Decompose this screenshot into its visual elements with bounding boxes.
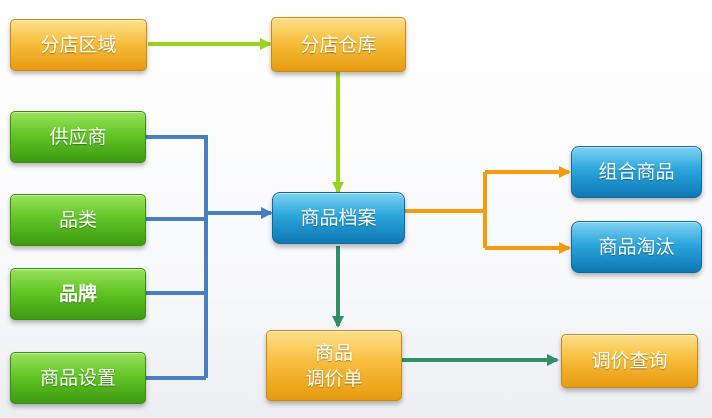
node-product-archive: 商品档案 <box>272 192 405 244</box>
node-price-inquiry: 调价查询 <box>561 334 698 388</box>
node-combo-product: 组合商品 <box>571 146 702 198</box>
node-branch-region: 分店区域 <box>10 19 147 71</box>
node-product-settings: 商品设置 <box>10 352 146 404</box>
node-brand: 品牌 <box>10 268 146 320</box>
node-category: 品类 <box>10 194 146 246</box>
node-product-retirement: 商品淘汰 <box>571 221 702 273</box>
node-price-adjustment-order: 商品 调价单 <box>266 330 402 401</box>
connector-supplier <box>146 135 208 378</box>
node-branch-warehouse: 分店仓库 <box>271 17 406 72</box>
node-supplier: 供应商 <box>10 111 146 163</box>
